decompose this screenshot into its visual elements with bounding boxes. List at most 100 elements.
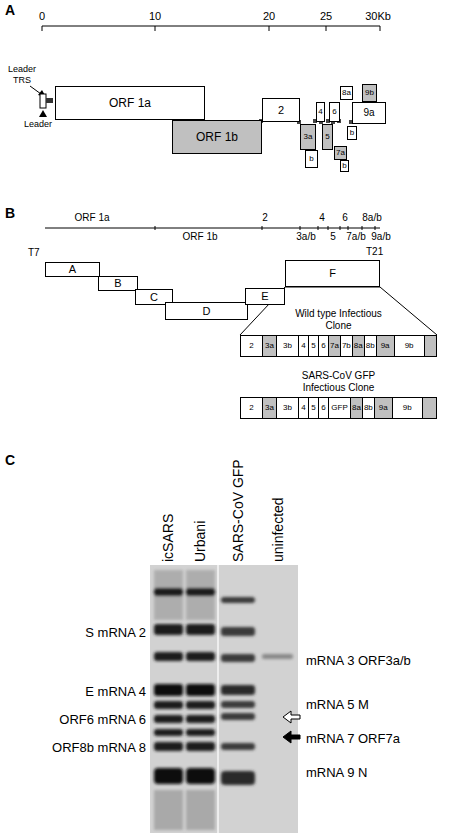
gene-label: 6 [342, 212, 348, 224]
box-label: b [309, 155, 313, 163]
scale-tick [362, 226, 363, 230]
orf-box: 8a [340, 86, 353, 100]
gene-box: 8a [353, 336, 365, 356]
gene-label: 3a [265, 342, 274, 350]
panel-label: C [5, 452, 15, 469]
arrow-marker [283, 711, 300, 723]
clone-heading: Wild type Infectious Clone [240, 308, 437, 335]
gene-box: 9a [375, 398, 393, 418]
leader-triangle [39, 110, 47, 117]
band-label: S mRNA 2 [85, 625, 146, 641]
box-label: F [329, 268, 336, 279]
scale-tick [348, 226, 349, 230]
box-label: 6 [332, 108, 336, 116]
gene-box: 8b [363, 398, 375, 418]
gene-box: 9b [393, 398, 423, 418]
gene-label: 6 [321, 404, 325, 412]
bands [154, 570, 293, 830]
scale-tick [262, 226, 263, 230]
promoter-label: T7 [28, 247, 40, 259]
gene-label: 2 [249, 404, 253, 412]
gene-box: 6 [319, 336, 329, 356]
gene-box: 5 [309, 398, 319, 418]
band [154, 715, 183, 723]
band-label: mRNA 3 ORF3a/b [306, 653, 411, 669]
band-label: mRNA 9 N [306, 765, 367, 781]
leader-arrow [30, 86, 41, 94]
gene-box: 2 [241, 336, 263, 356]
gene-box: 5 [309, 336, 319, 356]
gene-label: 5 [311, 404, 315, 412]
gene-box: 3a [263, 336, 277, 356]
band [154, 729, 183, 736]
clone-construct: Wild type Infectious Clone 2 3a3b4567a7b8a… [240, 308, 437, 357]
band [262, 654, 293, 659]
band [221, 685, 255, 695]
scale-bar [42, 26, 380, 31]
box-label: E [261, 291, 268, 302]
arrow-marker [283, 731, 300, 743]
scale-tick [269, 26, 270, 31]
gene-label: 3a/b [296, 231, 315, 243]
smear [154, 570, 183, 620]
band [186, 729, 215, 736]
gene-label: 7a/b [346, 231, 365, 243]
gene-label: 9a [379, 404, 388, 412]
orf-box: F [285, 260, 380, 287]
clone-band: 2 3a3b4567a7b8a8b 9a 9b [240, 335, 437, 357]
genome-line [45, 226, 380, 230]
band [154, 684, 183, 696]
band [186, 715, 215, 723]
band-label: mRNA 7 ORF7a [306, 731, 400, 747]
gene-label: 4 [301, 342, 305, 350]
gene-label: 2 [249, 342, 253, 350]
scale-line [42, 26, 380, 27]
gene-box: GFP [329, 398, 351, 418]
expansion-lines [240, 287, 437, 335]
orf-box: 7a [334, 146, 347, 160]
gene-label: ORF 1a [74, 212, 109, 224]
orf-box: 5 [322, 124, 333, 150]
orf-box: b [340, 160, 349, 172]
band [154, 624, 183, 635]
clone-heading: SARS-CoV GFP Infectious Clone [240, 370, 437, 397]
orf-box: 4 [316, 102, 325, 122]
trs-mark [46, 98, 53, 103]
gene-box: 9b [395, 336, 425, 356]
box-label: C [150, 292, 158, 303]
gel-background [150, 565, 298, 833]
band [221, 597, 255, 603]
box-label: 3a [304, 133, 313, 141]
scale-tick [326, 26, 327, 31]
box-label: 9b [365, 89, 374, 97]
box-label: 9a [363, 108, 374, 118]
box-label: 8a [342, 89, 351, 97]
gene-box: 7b [341, 336, 353, 356]
gene-label: 8b [364, 404, 373, 412]
scale-tick [340, 226, 341, 230]
scale-number: 0 [39, 10, 45, 23]
gene-box: 3b [277, 336, 299, 356]
gene-label: 8a [352, 404, 361, 412]
gene-box: 7a [329, 336, 341, 356]
gene-label: 9a [381, 342, 390, 350]
orf-box: b [347, 126, 357, 140]
gene-box: 8b [365, 336, 377, 356]
scale-tick [300, 226, 301, 230]
gene-label: 7b [342, 342, 351, 350]
band [186, 624, 215, 635]
scale-number: 10 [149, 10, 161, 23]
box-label: 7a [336, 149, 345, 157]
gene-box: 3a [263, 398, 277, 418]
band [221, 771, 255, 785]
orf-box: 6 [329, 102, 340, 122]
band-tail [425, 336, 436, 356]
box-label: B [114, 278, 121, 289]
gene-label: 8b [366, 342, 375, 350]
lane-label: uninfected [270, 497, 286, 562]
polya-label: T21 [366, 246, 383, 258]
box-label: 5 [325, 133, 329, 141]
scale-tick [328, 226, 329, 230]
smear [186, 570, 215, 620]
band [186, 742, 215, 751]
